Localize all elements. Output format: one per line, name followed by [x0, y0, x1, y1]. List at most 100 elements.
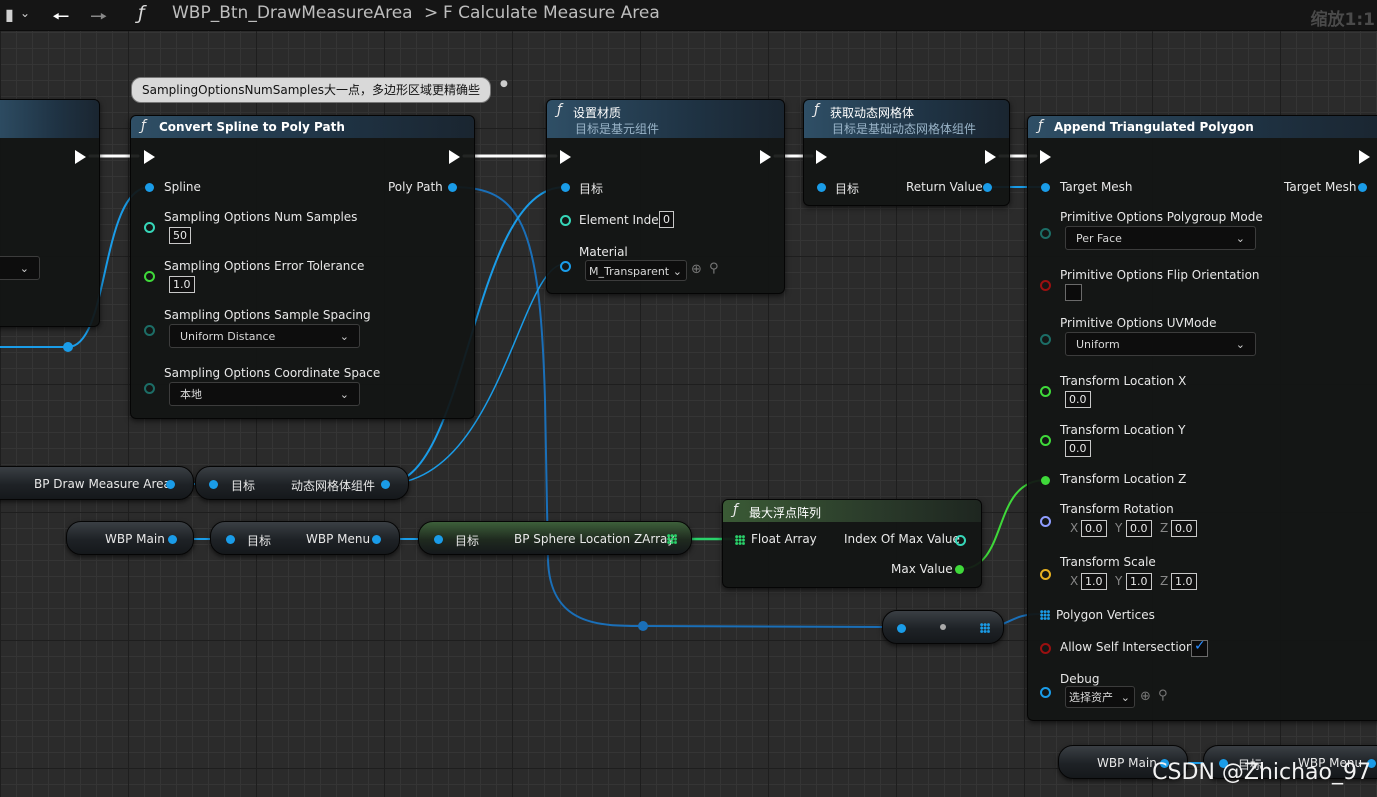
sample-spacing-pin[interactable]: [144, 325, 155, 336]
exec-out-pin[interactable]: [449, 150, 460, 164]
var-bp-draw-measure-area[interactable]: BP Draw Measure Area: [0, 466, 194, 500]
loc-z-pin[interactable]: [1041, 476, 1050, 485]
forward-arrow-icon[interactable]: 🠖: [90, 4, 108, 28]
exec-in-pin[interactable]: [560, 150, 571, 164]
loc-y-input[interactable]: 0.0: [1065, 440, 1091, 457]
use-selected-icon[interactable]: ⊕: [691, 262, 702, 277]
node-max-float-array[interactable]: ƒ 最大浮点阵列 Float Array Index Of Max Value …: [722, 499, 982, 588]
polygroup-mode-label: Primitive Options Polygroup Mode: [1060, 210, 1263, 224]
chevron-down-icon: ⌄: [19, 262, 29, 275]
coordinate-space-pin[interactable]: [144, 383, 155, 394]
var-wbp-main[interactable]: WBP Main: [66, 521, 194, 555]
material-asset-picker[interactable]: M_Transparent ⌄: [585, 260, 687, 281]
exec-out-pin[interactable]: [1359, 150, 1370, 164]
browse-search-icon[interactable]: ⚲: [1158, 688, 1168, 703]
var-output-pin[interactable]: [166, 480, 175, 489]
var-output-pin[interactable]: [1160, 759, 1169, 768]
array-output-pin[interactable]: [667, 534, 677, 544]
breadcrumb-blueprint[interactable]: WBP_Btn_DrawMeasureArea: [172, 3, 413, 23]
material-pin[interactable]: [560, 261, 571, 272]
browse-search-icon[interactable]: ⚲: [709, 261, 719, 276]
var-output-pin[interactable]: [168, 535, 177, 544]
uvmode-dropdown[interactable]: Uniform ⌄: [1065, 332, 1256, 356]
use-selected-icon[interactable]: ⊕: [1140, 689, 1151, 704]
getter-wbp-menu[interactable]: 目标 WBP Menu: [210, 521, 400, 555]
exec-in-pin[interactable]: [144, 150, 155, 164]
poly-path-output-pin[interactable]: [448, 183, 457, 192]
loc-y-pin[interactable]: [1040, 435, 1051, 446]
element-index-pin[interactable]: [560, 215, 571, 226]
scale-z-input[interactable]: 1.0: [1171, 573, 1197, 590]
exec-in-pin[interactable]: [1040, 150, 1051, 164]
allow-self-intersections-checkbox[interactable]: ✓: [1191, 638, 1208, 657]
target-mesh-output-pin[interactable]: [1358, 183, 1367, 192]
coordinate-space-dropdown[interactable]: 本地 ⌄: [169, 382, 360, 406]
breadcrumb-function[interactable]: F Calculate Measure Area: [443, 3, 660, 23]
rotation-z-input[interactable]: 0.0: [1171, 520, 1197, 537]
target-input-pin[interactable]: [561, 183, 570, 192]
node-get-dynamic-mesh[interactable]: ƒ 获取动态网格体 目标是基础动态网格体组件 目标 Return Value: [803, 99, 1010, 206]
polygroup-mode-dropdown[interactable]: Per Face ⌄: [1065, 226, 1256, 250]
getter-bp-sphere-location-zarray[interactable]: 目标 BP Sphere Location ZArray: [418, 521, 692, 555]
debug-pin[interactable]: [1040, 687, 1051, 698]
wbp-menu-label: WBP Menu: [1298, 756, 1363, 770]
array-input-pin[interactable]: [897, 624, 906, 633]
error-tolerance-pin[interactable]: [144, 271, 155, 282]
array-output-pin[interactable]: [980, 623, 990, 633]
target-input-pin[interactable]: [226, 535, 235, 544]
element-index-input[interactable]: 0: [659, 211, 674, 228]
target-input-pin[interactable]: [817, 183, 826, 192]
chevron-down-icon[interactable]: ⌄: [20, 6, 31, 20]
max-value-pin[interactable]: [955, 565, 964, 574]
node-comment[interactable]: SamplingOptionsNumSamples大一点，多边形区域更精确些: [131, 77, 491, 103]
node-convert-spline-to-poly-path[interactable]: ƒ Convert Spline to Poly Path Spline Pol…: [130, 115, 475, 419]
index-of-max-pin[interactable]: [955, 535, 966, 546]
exec-out-pin[interactable]: [75, 150, 86, 164]
target-mesh-input-pin[interactable]: [1041, 183, 1050, 192]
return-value-pin[interactable]: [983, 183, 992, 192]
getter-wbp-menu-bottom[interactable]: 目标 WBP Menu: [1203, 745, 1377, 779]
allow-self-intersections-pin[interactable]: [1040, 643, 1051, 654]
bookmark-icon[interactable]: ▮: [5, 5, 14, 24]
node-append-triangulated-polygon[interactable]: ƒ Append Triangulated Polygon Target Mes…: [1027, 115, 1377, 721]
getter-dynamic-mesh-component[interactable]: 目标 动态网格体组件: [195, 466, 409, 500]
loc-x-input[interactable]: 0.0: [1065, 391, 1091, 408]
polygroup-mode-pin[interactable]: [1040, 228, 1051, 239]
flip-orientation-checkbox[interactable]: [1065, 284, 1082, 301]
spline-input-pin[interactable]: [145, 183, 154, 192]
rotation-pin[interactable]: [1040, 516, 1051, 527]
target-label: 目标: [231, 479, 256, 493]
reroute-array-node[interactable]: [882, 610, 1004, 644]
exec-in-pin[interactable]: [816, 150, 827, 164]
rotation-x-input[interactable]: 0.0: [1081, 520, 1107, 537]
pin-comment-icon[interactable]: ●: [500, 79, 508, 89]
rotation-y-input[interactable]: 0.0: [1126, 520, 1152, 537]
flip-orientation-pin[interactable]: [1040, 280, 1051, 291]
loc-x-pin[interactable]: [1040, 386, 1051, 397]
exec-out-pin[interactable]: [760, 150, 771, 164]
exec-out-pin[interactable]: [985, 150, 996, 164]
debug-asset-picker[interactable]: 选择资产 ⌄: [1065, 686, 1135, 708]
error-tolerance-input[interactable]: 1.0: [169, 276, 195, 293]
num-samples-pin[interactable]: [144, 222, 155, 233]
target-input-pin[interactable]: [434, 535, 443, 544]
uvmode-pin[interactable]: [1040, 334, 1051, 345]
scale-x-input[interactable]: 1.0: [1081, 573, 1107, 590]
target-input-pin[interactable]: [209, 480, 218, 489]
back-arrow-icon[interactable]: 🠔: [52, 4, 70, 28]
var-wbp-main-bottom[interactable]: WBP Main: [1058, 745, 1188, 779]
target-input-pin[interactable]: [1219, 759, 1228, 768]
node-partial-left[interactable]: ⌄: [0, 99, 100, 327]
polygon-vertices-pin[interactable]: [1040, 610, 1050, 620]
num-samples-input[interactable]: 50: [169, 227, 191, 244]
sample-spacing-dropdown[interactable]: Uniform Distance ⌄: [169, 324, 360, 348]
dropdown-partial[interactable]: ⌄: [0, 256, 40, 280]
scale-y-input[interactable]: 1.0: [1126, 573, 1152, 590]
node-set-material[interactable]: ƒ 设置材质 目标是基元组件 目标 Element Index 0 Materi…: [546, 99, 785, 294]
uvmode-value: Uniform: [1076, 338, 1120, 351]
scale-pin[interactable]: [1040, 569, 1051, 580]
var-output-pin[interactable]: [1367, 759, 1376, 768]
var-output-pin[interactable]: [381, 480, 390, 489]
float-array-input-pin[interactable]: [735, 535, 745, 545]
var-output-pin[interactable]: [372, 535, 381, 544]
